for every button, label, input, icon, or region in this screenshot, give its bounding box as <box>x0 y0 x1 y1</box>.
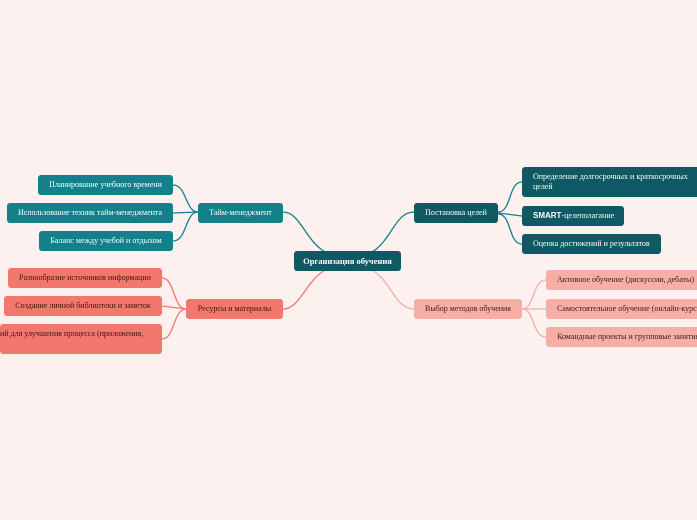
goal-item-2[interactable]: SMART-целеполагание <box>522 206 624 226</box>
connector-resources-3 <box>161 308 187 340</box>
connector-root-methods <box>371 269 415 310</box>
connector-time-3 <box>172 211 199 242</box>
connector-time-2 <box>172 211 199 214</box>
time-item-3[interactable]: Баланс между учебой и отдыхом <box>39 231 173 251</box>
smart-suffix: -целеполагание <box>561 211 615 220</box>
resource-item-2[interactable]: Создание личной библиотеки и заметок <box>4 296 162 316</box>
connector-goals-3 <box>497 213 523 245</box>
method-item-1[interactable]: Активное обучение (дискуссии, дебаты) <box>546 270 697 290</box>
time-item-1[interactable]: Планирование учебного времени <box>38 175 173 195</box>
time-item-2[interactable]: Использование техник тайм-менеджмента <box>7 203 173 223</box>
resource-item-1[interactable]: Разнообразие источников информации <box>8 268 162 288</box>
resource-item-3[interactable]: Использование технологий для улучшения п… <box>0 324 162 354</box>
root-topic[interactable]: Организация обучения <box>294 251 401 271</box>
method-item-3[interactable]: Командные проекты и групповые занятия <box>546 327 697 347</box>
connector-root-time <box>282 211 326 253</box>
branch-methods[interactable]: Выбор методов обучения <box>414 299 522 319</box>
connector-root-resources <box>282 269 326 310</box>
connector-resources-1 <box>161 277 187 310</box>
connector-methods-3 <box>521 308 547 338</box>
smart-prefix: SMART <box>533 211 562 220</box>
goal-item-1[interactable]: Определение долгосрочных и краткосрочных… <box>522 167 697 197</box>
method-item-2[interactable]: Самостоятельное обучение (онлайн-курсы, … <box>546 299 697 319</box>
connector-time-1 <box>172 184 199 213</box>
connector-methods-1 <box>521 279 547 310</box>
connector-goals-1 <box>497 181 523 213</box>
goal-item-3[interactable]: Оценка достижений и результатов <box>522 234 661 254</box>
branch-time-management[interactable]: Тайм-менеджмент <box>198 203 283 223</box>
resource-item-3-text: Использование технологий для улучшения п… <box>0 329 144 338</box>
branch-goals[interactable]: Постановка целей <box>414 203 498 223</box>
branch-resources[interactable]: Ресурсы и материалы <box>186 299 283 319</box>
connector-resources-2 <box>161 305 187 310</box>
connector-root-goals <box>371 211 415 253</box>
connector-goals-2 <box>497 212 523 217</box>
